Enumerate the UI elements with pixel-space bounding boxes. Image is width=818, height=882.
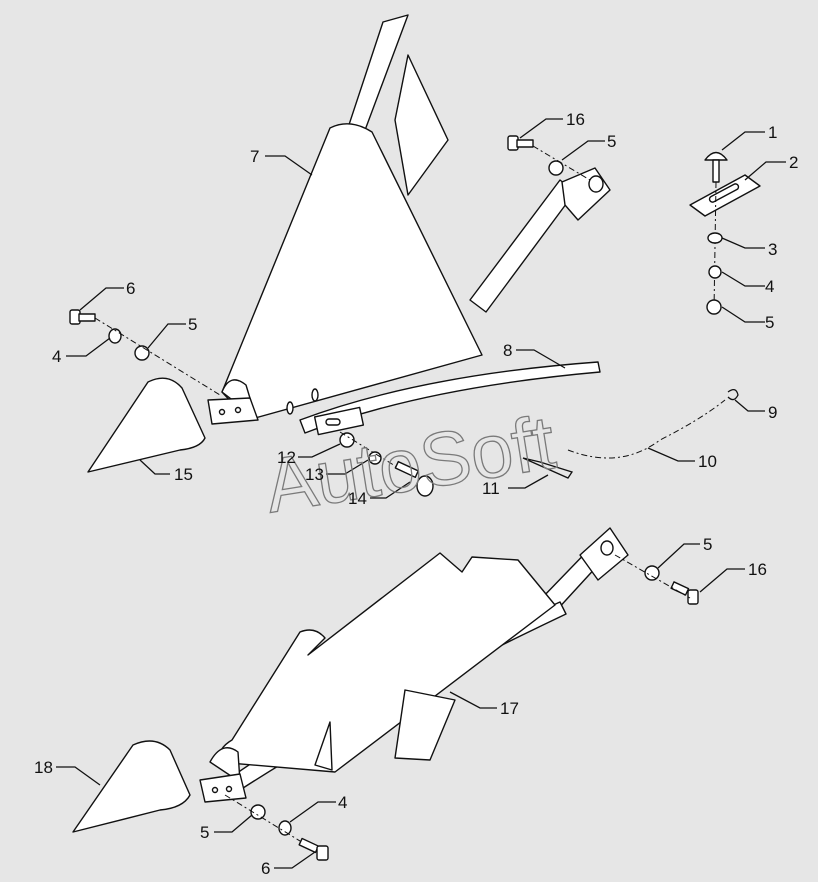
lower-hardware	[224, 554, 699, 861]
callout-18: 18	[34, 758, 53, 777]
leader-lines	[56, 118, 786, 869]
callout-16-lower: 16	[748, 560, 767, 579]
callout-8: 8	[503, 341, 512, 360]
callout-5-lower-right: 5	[703, 535, 712, 554]
callout-10: 10	[698, 452, 717, 471]
callout-9: 9	[768, 403, 777, 422]
callout-13: 13	[305, 465, 324, 484]
callout-labels: 1 2 3 4 5 16 5 7 6 4 5 8 9 10 11 12 13 1…	[34, 110, 798, 878]
upper-divider-cone	[207, 123, 483, 425]
callout-4-lower: 4	[338, 793, 347, 812]
callout-4-upper-left: 4	[52, 347, 61, 366]
upper-hardware	[69, 135, 761, 497]
callout-3: 3	[768, 240, 777, 259]
callout-6-upper: 6	[126, 279, 135, 298]
callout-1: 1	[768, 123, 777, 142]
callout-16-upper: 16	[566, 110, 585, 129]
callout-6-lower: 6	[261, 859, 270, 878]
callout-2: 2	[789, 153, 798, 172]
callout-12: 12	[277, 448, 296, 467]
callout-14: 14	[348, 489, 367, 508]
callout-5-upper-right: 5	[765, 313, 774, 332]
callout-15: 15	[174, 465, 193, 484]
callout-17: 17	[500, 699, 519, 718]
lower-divider-cone	[199, 552, 556, 803]
callout-5-upper-left: 5	[188, 315, 197, 334]
lower-point-cone	[72, 740, 191, 833]
callout-5-lower-left: 5	[200, 823, 209, 842]
callout-7: 7	[250, 147, 259, 166]
callout-11: 11	[482, 479, 500, 498]
upper-point-cone	[87, 377, 206, 473]
callout-4-upper-right: 4	[765, 277, 774, 296]
callout-5-upper-bracket: 5	[607, 132, 616, 151]
upper-rod	[299, 361, 601, 436]
pin-chain	[522, 388, 739, 479]
